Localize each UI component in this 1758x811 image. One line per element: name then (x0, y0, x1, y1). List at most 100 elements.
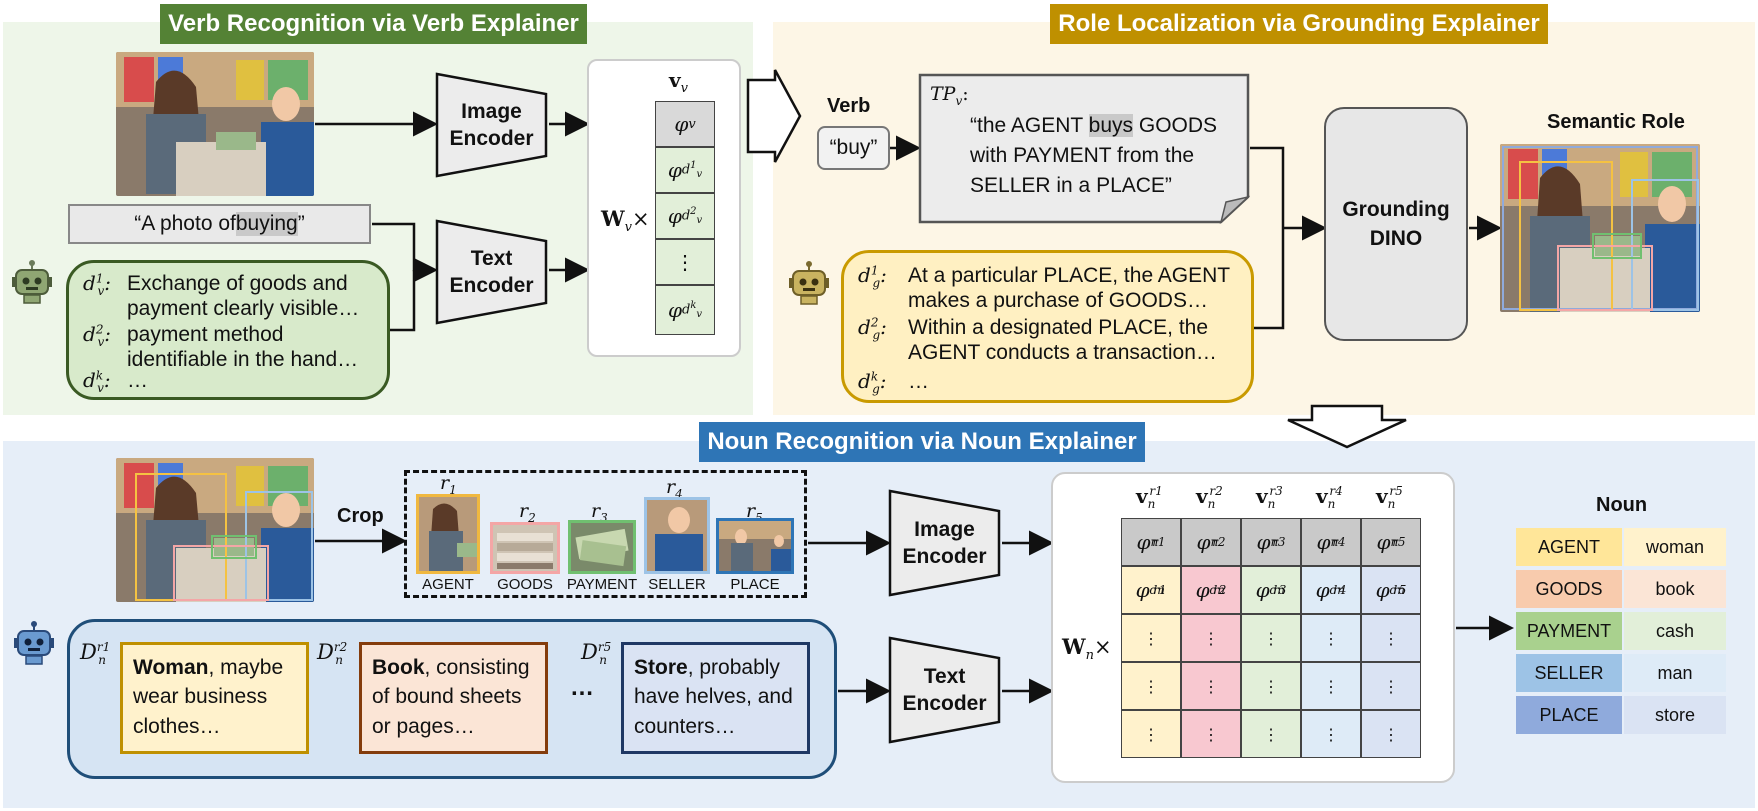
noun-role-place: PLACE (1516, 696, 1622, 734)
noun-value-seller: man (1624, 654, 1726, 692)
template-line-1: “the AGENT buys GOODS (970, 114, 1218, 137)
role-description-bubble: d1g: At a particular PLACE, the AGENT ma… (841, 250, 1254, 403)
matrix-cell-vdots: ⋮ (1361, 614, 1421, 662)
noun-role-agent: AGENT (1516, 528, 1622, 566)
matrix-cell-vdots: ⋮ (1301, 710, 1361, 758)
matrix-cell-vdots: ⋮ (1361, 662, 1421, 710)
verb-image-encoder: Image Encoder (435, 72, 548, 178)
noun-weight-label: Wn× (1062, 634, 1112, 664)
verb-prompt-box: “A photo of buying” (68, 204, 371, 244)
crop-place (716, 518, 794, 574)
crop-goods (490, 522, 560, 574)
crop-agent-label: AGENT (422, 576, 474, 593)
crop-r5-label: r5 (746, 500, 763, 525)
desc-set-r2-box: Book, consisting of bound sheets or page… (359, 642, 548, 754)
role-section-title: Role Localization via Grounding Explaine… (1050, 4, 1548, 44)
noun-value-agent: woman (1624, 528, 1726, 566)
prompt-prefix: “A photo of (134, 212, 236, 235)
noun-text-encoder: Text Encoder (888, 636, 1001, 744)
scene-photo-semantic-role (1500, 144, 1700, 312)
matrix-header-r5: vnr5 (1376, 484, 1403, 511)
crop-r1-label: r1 (440, 472, 457, 497)
verb-desc-1-text: Exchange of goods and payment clearly vi… (127, 272, 360, 321)
matrix-header-r1: vnr1 (1136, 484, 1163, 511)
noun-section-title: Noun Recognition via Noun Explainer (699, 422, 1145, 462)
verb-heading: Verb (827, 95, 871, 117)
verb-weight-label: Wv× (601, 206, 650, 236)
matrix-cell-vdots: ⋮ (1241, 710, 1301, 758)
matrix-cell-vdots: ⋮ (1361, 710, 1421, 758)
matrix-cell-vdots: ⋮ (1181, 614, 1241, 662)
crop-r4-label: r4 (666, 476, 683, 501)
matrix-cell-vdots: ⋮ (1241, 614, 1301, 662)
grounding-dino-block: Grounding DINO (1324, 107, 1468, 341)
scene-photo-verb (116, 52, 314, 196)
crop-agent (416, 494, 480, 574)
matrix-cell-vdots: ⋮ (1301, 614, 1361, 662)
matrix-header-r4: vnr4 (1316, 484, 1343, 511)
matrix-cell-vdots: ⋮ (1181, 710, 1241, 758)
matrix-cell-vdots: ⋮ (1121, 710, 1181, 758)
matrix-cell-vdots: ⋮ (1121, 614, 1181, 662)
verb-template-note: TPv: “the AGENT buys GOODS with PAYMENT … (918, 73, 1250, 224)
crop-payment-label: PAYMENT (566, 576, 638, 593)
desc-set-r2-symbol: Dr2n (317, 640, 348, 668)
crop-payment (568, 520, 636, 574)
crop-r3-label: r3 (591, 500, 608, 525)
matrix-cell-vdots: ⋮ (1181, 662, 1241, 710)
crop-container (404, 470, 807, 598)
role-desc-k-text: … (908, 370, 929, 393)
template-label: TPv: (930, 83, 969, 108)
prompt-highlight: buying (235, 212, 298, 236)
crop-seller (644, 497, 710, 574)
noun-role-payment: PAYMENT (1516, 612, 1622, 650)
verb-vector-label: vv (669, 68, 688, 96)
matrix-header-r3: vnr3 (1256, 484, 1283, 511)
desc-set-r5-symbol: Dr5n (581, 640, 612, 668)
verb-vector-cell-vdots: ⋮ (655, 239, 715, 285)
matrix-cell-vdots: ⋮ (1241, 662, 1301, 710)
role-desc-2-text: Within a designated PLACE, the AGENT con… (908, 316, 1217, 365)
crop-seller-label: SELLER (648, 576, 706, 593)
verb-desc-2-text: payment method identifiable in the hand… (127, 323, 359, 372)
robot-icon-role (789, 260, 829, 306)
verb-section-title: Verb Recognition via Verb Explainer (160, 4, 587, 44)
crop-place-label: PLACE (730, 576, 780, 593)
noun-value-place: store (1624, 696, 1726, 734)
crop-r2-label: r2 (519, 500, 536, 525)
desc-set-r5-box: Store, probably have helves, and counter… (621, 642, 810, 754)
crop-label: Crop (337, 505, 384, 527)
prompt-suffix: ” (297, 212, 305, 235)
noun-value-payment: cash (1624, 612, 1726, 650)
role-desc-1-text: At a particular PLACE, the AGENT makes a… (908, 264, 1230, 313)
matrix-cell-vdots: ⋮ (1301, 662, 1361, 710)
template-line-2: with PAYMENT from the (970, 144, 1195, 167)
semantic-role-label: Semantic Role (1547, 111, 1685, 133)
desc-set-r1-box: Woman, maybe wear business clothes… (120, 642, 309, 754)
matrix-header-r2: vnr2 (1196, 484, 1223, 511)
robot-icon-verb (12, 259, 52, 305)
robot-icon-noun (14, 620, 54, 666)
crop-goods-label: GOODS (497, 576, 553, 593)
verb-desc-k-text: … (127, 369, 148, 392)
verb-description-bubble: d1v: Exchange of goods and payment clear… (66, 260, 390, 400)
scene-photo-noun (116, 458, 314, 602)
desc-set-r1-symbol: Dr1n (80, 640, 111, 668)
verb-value-box: “buy” (817, 126, 890, 170)
matrix-cell-vdots: ⋮ (1121, 662, 1181, 710)
template-line-3: SELLER in a PLACE” (970, 174, 1172, 197)
